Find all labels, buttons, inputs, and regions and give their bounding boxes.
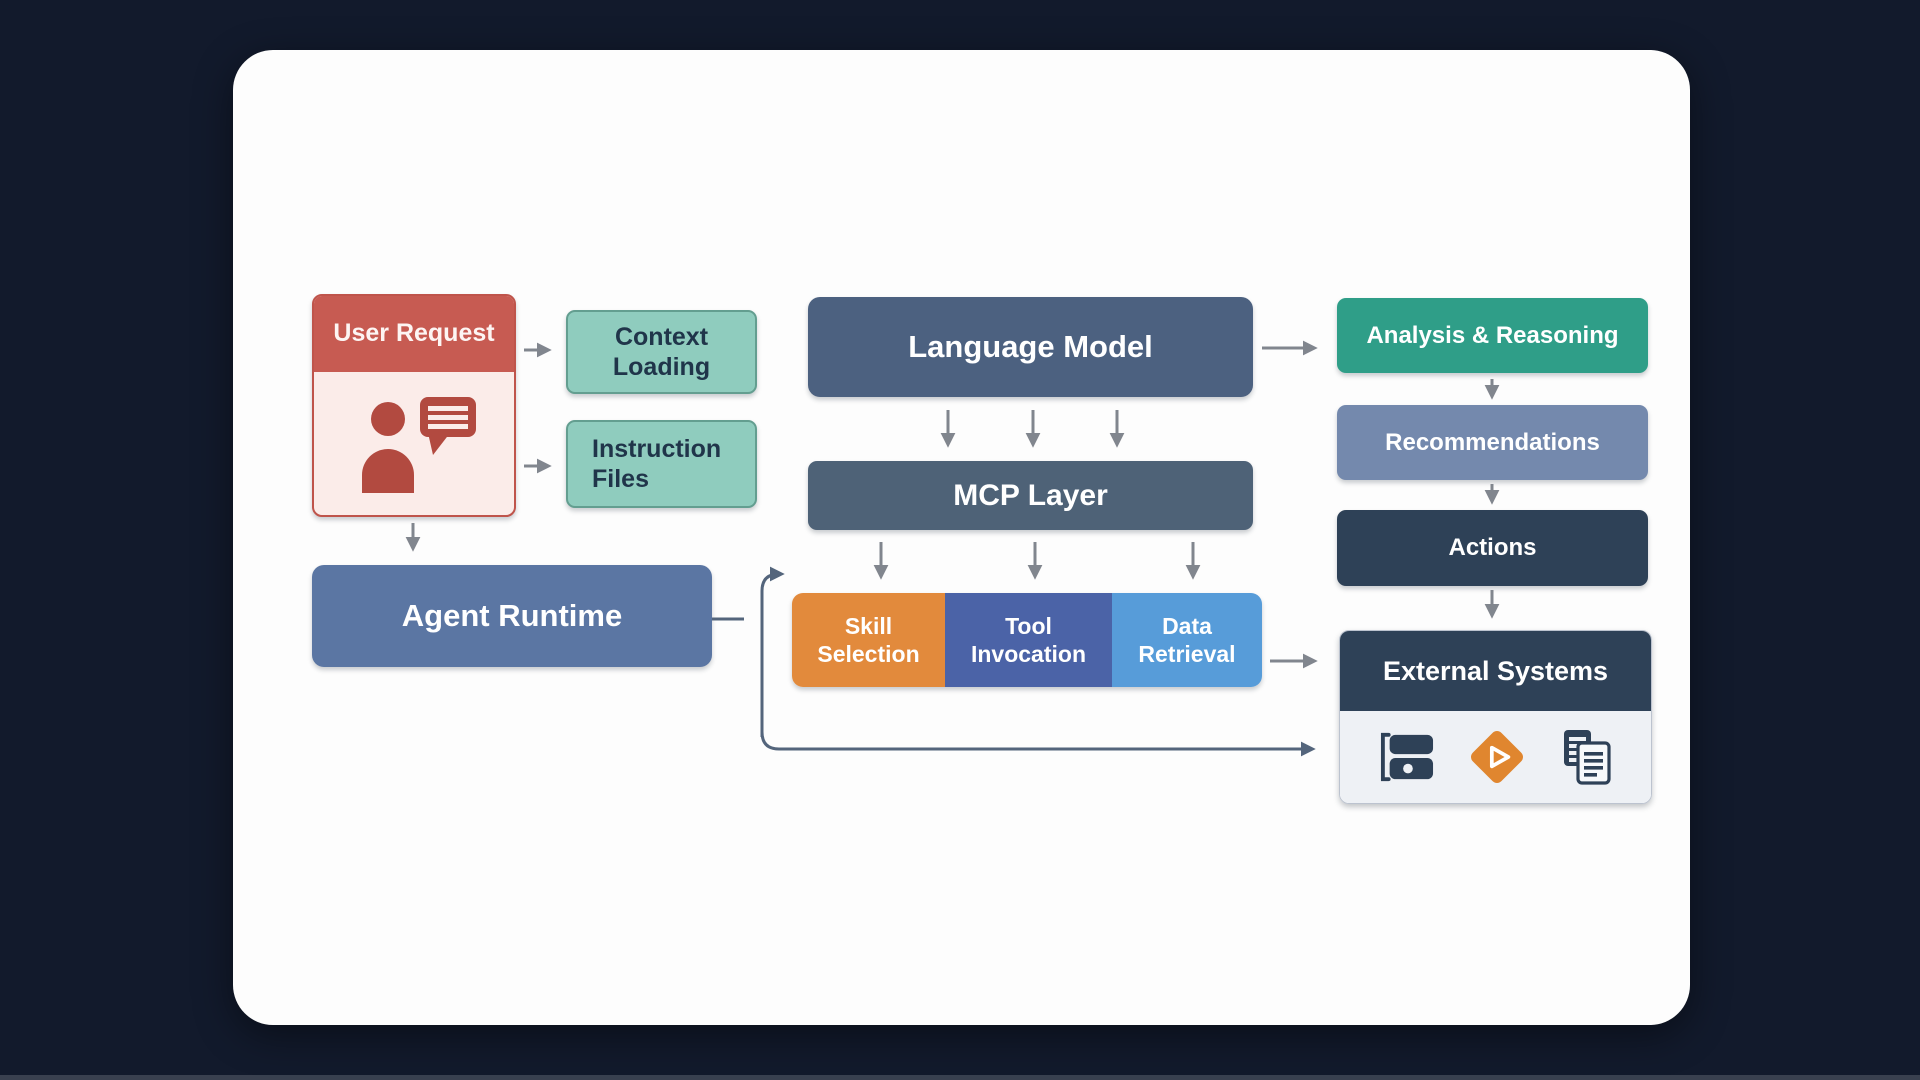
- skill-selection-label: Skill Selection: [817, 612, 920, 667]
- instruction-files-label: Instruction Files: [592, 435, 722, 493]
- documents-icon: [1563, 730, 1611, 785]
- node-agent-runtime: Agent Runtime: [312, 565, 712, 667]
- node-context-loading: Context Loading: [566, 310, 757, 394]
- node-skill-selection: Skill Selection: [792, 593, 945, 687]
- external-systems-body: [1340, 711, 1651, 803]
- external-systems-label: External Systems: [1382, 655, 1609, 686]
- node-analysis-reasoning: Analysis & Reasoning: [1337, 298, 1648, 373]
- language-model-label: Language Model: [908, 329, 1153, 364]
- node-language-model: Language Model: [808, 297, 1253, 397]
- context-loading-label: Context Loading: [612, 323, 711, 381]
- node-recommendations: Recommendations: [1337, 405, 1648, 480]
- node-user-request: User Request: [312, 294, 516, 517]
- agent-runtime-label: Agent Runtime: [401, 598, 623, 633]
- user-request-header: User Request: [314, 296, 514, 372]
- tool-invocation-label: Tool Invocation: [970, 612, 1086, 667]
- node-data-retrieval: Data Retrieval: [1112, 593, 1262, 687]
- play-diamond-icon: [1470, 731, 1523, 783]
- node-skill-row: Skill Selection Tool Invocation Data Ret…: [792, 593, 1262, 687]
- node-tool-invocation: Tool Invocation: [945, 593, 1112, 687]
- storage-icon: [1380, 732, 1433, 782]
- screen-bottom-edge: [0, 1075, 1920, 1080]
- user-request-label: User Request: [333, 319, 495, 348]
- node-actions: Actions: [1337, 510, 1648, 586]
- node-mcp-layer: MCP Layer: [808, 461, 1253, 530]
- mcp-layer-label: MCP Layer: [953, 478, 1108, 512]
- actions-label: Actions: [1448, 534, 1537, 561]
- node-instruction-files: Instruction Files: [566, 420, 757, 508]
- data-retrieval-label: Data Retrieval: [1138, 612, 1236, 667]
- node-external-systems: External Systems: [1339, 630, 1652, 804]
- user-request-body: [314, 372, 514, 513]
- external-systems-header: External Systems: [1340, 631, 1651, 711]
- recommendations-label: Recommendations: [1385, 428, 1600, 456]
- analysis-reasoning-label: Analysis & Reasoning: [1366, 321, 1619, 349]
- person-chat-icon: [362, 396, 476, 493]
